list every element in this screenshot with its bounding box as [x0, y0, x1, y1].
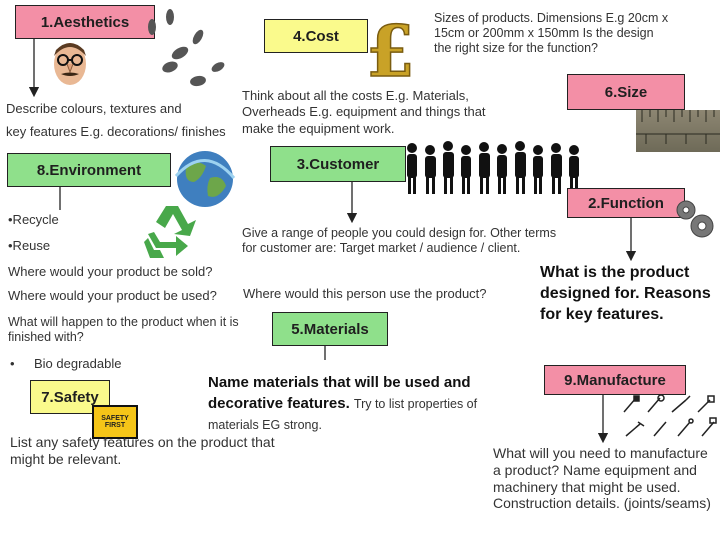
materials-small-text: Try to list properties of materials EG s…	[208, 397, 478, 432]
env-bio: Bio degradable	[34, 356, 122, 371]
environment-box: 8.Environment	[7, 153, 171, 187]
people-silhouettes	[407, 141, 579, 194]
env-bio-bullet: •	[10, 356, 15, 371]
pound-icon: £	[365, 9, 415, 94]
materials-main-text: Name materials that will be used and dec…	[208, 374, 471, 412]
face-icon	[54, 43, 86, 85]
footprints-icon	[148, 9, 225, 87]
function-description: What is the product designed for. Reason…	[540, 264, 711, 323]
customer-where: Where would this person use the product?	[243, 286, 487, 301]
manufacture-description: What will you need to manufacture a prod…	[493, 445, 711, 512]
safety-sign-icon: SAFETY FIRST	[92, 405, 138, 439]
env-recycle: •Recycle	[8, 212, 59, 227]
gears-icon	[676, 200, 714, 238]
recycle-icon	[144, 206, 196, 258]
function-box: 2.Function	[567, 188, 685, 218]
customer-description: Give a range of people you could design …	[242, 226, 557, 255]
aesthetics-description-line1: Describe colours, textures and	[6, 101, 182, 116]
env-reuse: •Reuse	[8, 238, 51, 253]
env-sold: Where would your product be sold?	[8, 264, 213, 279]
safety-description: List any safety features on the product …	[10, 434, 275, 467]
customer-box: 3.Customer	[270, 146, 406, 182]
globe-icon	[174, 151, 236, 207]
aesthetics-description-line2: key features E.g. decorations/ finishes	[6, 124, 226, 139]
tools-icon	[623, 394, 717, 437]
size-description: Sizes of products. Dimensions E.g 20cm x…	[434, 11, 669, 55]
materials-box: 5.Materials	[272, 312, 388, 346]
safety-box: 7.Safety	[30, 380, 110, 414]
ruler-image	[636, 110, 720, 152]
svg-text:£: £	[366, 10, 415, 93]
env-used: Where would your product be used?	[8, 288, 217, 303]
cost-box: 4.Cost	[264, 19, 368, 53]
size-box: 6.Size	[567, 74, 685, 110]
aesthetics-box: 1.Aesthetics	[15, 5, 155, 39]
manufacture-box: 9.Manufacture	[544, 365, 686, 395]
env-finished: What will happen to the product when it …	[8, 315, 239, 344]
materials-main: Name materials that will be used and dec…	[208, 372, 526, 435]
cost-description: Think about all the costs E.g. Materials…	[242, 88, 486, 136]
safety-sign-text: SAFETY FIRST	[101, 415, 129, 429]
